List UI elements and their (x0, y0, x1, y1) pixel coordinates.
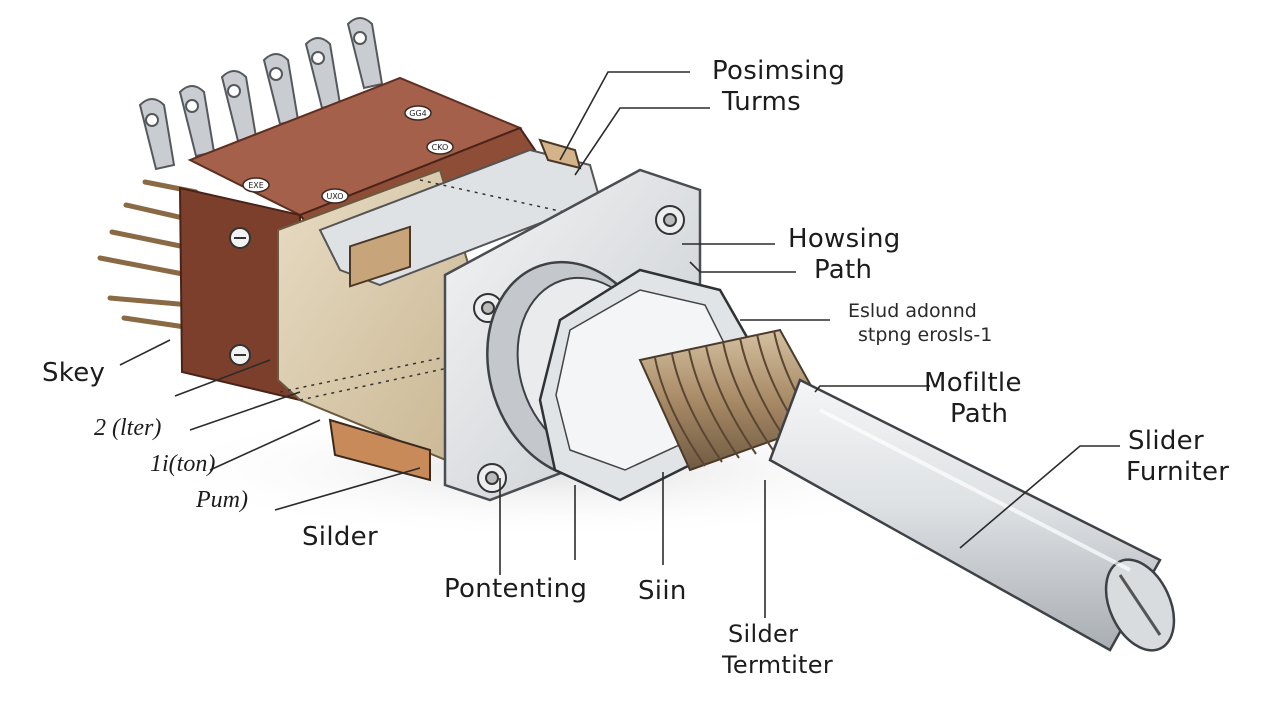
label-slider-furniter: Slider Furniter (1126, 426, 1230, 488)
label-line: Posimsing (712, 56, 846, 86)
label-iter: 2 (lter) (94, 415, 162, 441)
label-line: Slider (1128, 426, 1204, 456)
label-line: Eslud adonnd (848, 300, 977, 322)
label-line: Mofiltle (924, 368, 1022, 398)
shaft-highlight (819, 408, 1131, 572)
screw-icon (229, 227, 251, 366)
label-line: Silder (728, 620, 799, 648)
component-mark: CKO (432, 143, 449, 152)
label-pontenting: Pontenting (444, 574, 588, 604)
label-line: Turms (722, 87, 802, 118)
leader-lines (119, 71, 1120, 618)
label-line: Howsing (788, 224, 901, 254)
label-mofiltle-path: Mofiltle Path (924, 368, 1022, 430)
label-skey: Skey (42, 358, 106, 388)
component-mark: GG4 (409, 109, 427, 118)
label-line: Path (814, 255, 873, 286)
label-line: Path (950, 399, 1009, 430)
label-iton: 1i(ton) (150, 451, 216, 477)
label-line: stpng erosls-1 (858, 323, 993, 346)
label-siin: Siin (638, 576, 687, 606)
terminal-lug-icon (138, 17, 384, 171)
label-line: Termtiter (722, 651, 833, 680)
label-silder-termtiter: Silder Termtiter (722, 620, 833, 680)
component-mark: EXE (248, 181, 264, 190)
label-line: Furniter (1126, 457, 1230, 488)
label-howsing-path: Howsing Path (788, 224, 901, 286)
shaft-icon (768, 378, 1162, 652)
label-silder: Silder (302, 522, 378, 552)
component-mark: UXO (326, 192, 343, 201)
slider-window (349, 225, 411, 288)
shaft-slot (1118, 574, 1162, 636)
slider-cavity (328, 418, 431, 482)
component-marks (242, 105, 454, 204)
label-eslud-adonnd: Eslud adonnd stpng erosls-1 (848, 300, 993, 346)
label-pum: Pum) (196, 487, 248, 513)
component-mark-labels: GG4 CKO EXE UXO (248, 109, 448, 201)
label-posimsing-turms: Posimsing Turms (712, 56, 846, 118)
